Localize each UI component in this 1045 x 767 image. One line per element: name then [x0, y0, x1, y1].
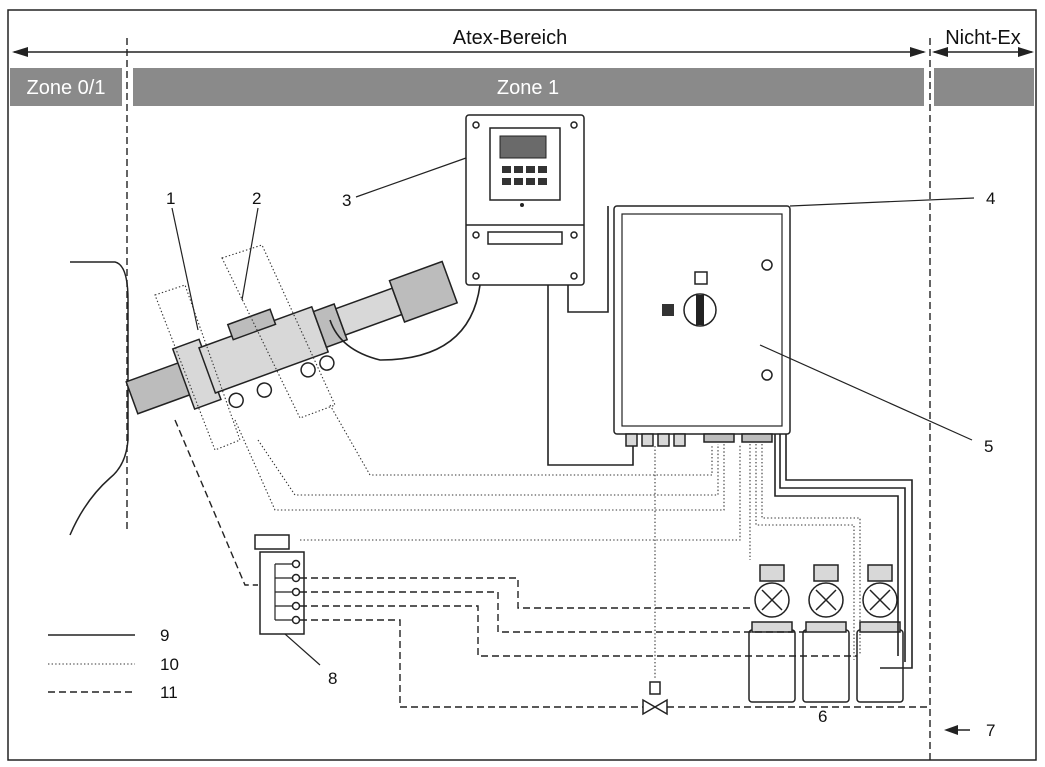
screw-icon — [570, 272, 578, 280]
air-inlet-arrow — [944, 725, 970, 735]
dotted-lines — [234, 404, 861, 680]
nicht-ex-range-arrow — [932, 47, 1034, 57]
solid-lines — [329, 206, 913, 669]
solenoid-header — [254, 534, 290, 550]
off-symbol-icon — [662, 304, 674, 316]
callout-2: 2 — [252, 189, 261, 208]
zone1-label: Zone 1 — [497, 77, 559, 99]
zone01-bar — [10, 68, 122, 106]
sensor-assembly — [125, 244, 459, 451]
nicht-ex-label: Nicht-Ex — [945, 27, 1021, 49]
fitting-d — [319, 355, 335, 371]
door-lock-icon — [761, 369, 773, 381]
legend-10-label: 10 — [160, 655, 179, 674]
holder-outline — [221, 244, 336, 419]
legend: 9 10 11 — [48, 626, 179, 702]
screw-icon — [472, 272, 480, 280]
callout-1: 1 — [166, 189, 175, 208]
callout-5: 5 — [984, 437, 993, 456]
screw-icon — [472, 121, 480, 129]
dashed-lines — [174, 419, 930, 708]
pump-1 — [748, 564, 796, 703]
pump-2 — [802, 564, 850, 703]
callout-7: 7 — [986, 721, 995, 740]
zone1-bar — [133, 68, 924, 106]
atex-range-arrow — [12, 47, 926, 57]
nicht-ex-bar — [934, 68, 1034, 106]
callout-8: 8 — [328, 669, 337, 688]
pump-3 — [856, 564, 904, 703]
fitting-b — [256, 382, 273, 398]
control-cabinet — [613, 205, 791, 447]
sensor-outline — [154, 284, 241, 451]
terminal-cover — [487, 231, 563, 245]
zone01-label: Zone 0/1 — [27, 77, 106, 99]
transmitter-housing — [465, 114, 585, 286]
screw-icon — [472, 231, 480, 239]
callout-leaders — [171, 157, 975, 666]
screw-icon — [570, 121, 578, 129]
fitting-c — [300, 362, 316, 378]
screw-icon — [570, 231, 578, 239]
callout-3: 3 — [342, 191, 351, 210]
vessel-wall — [69, 261, 129, 536]
valve-block — [254, 534, 305, 635]
transmitter-keypad — [502, 166, 547, 185]
callout-6: 6 — [818, 707, 827, 726]
legend-9-label: 9 — [160, 626, 169, 645]
door-lock-icon — [761, 259, 773, 271]
diagram-frame — [7, 9, 1037, 761]
air-valve — [642, 681, 668, 716]
holder-shaft — [334, 287, 403, 336]
switch-handle — [696, 295, 704, 325]
callout-4: 4 — [986, 189, 995, 208]
cable-glands — [625, 433, 773, 447]
actuator-head — [388, 260, 459, 323]
transmitter-display — [499, 135, 547, 159]
legend-11-label: 11 — [160, 683, 178, 702]
atex-area-label: Atex-Bereich — [453, 27, 568, 49]
on-symbol-icon — [694, 271, 708, 285]
holder-clamp — [226, 308, 277, 341]
dosing-pumps — [748, 564, 904, 703]
fitting-a — [228, 392, 244, 409]
